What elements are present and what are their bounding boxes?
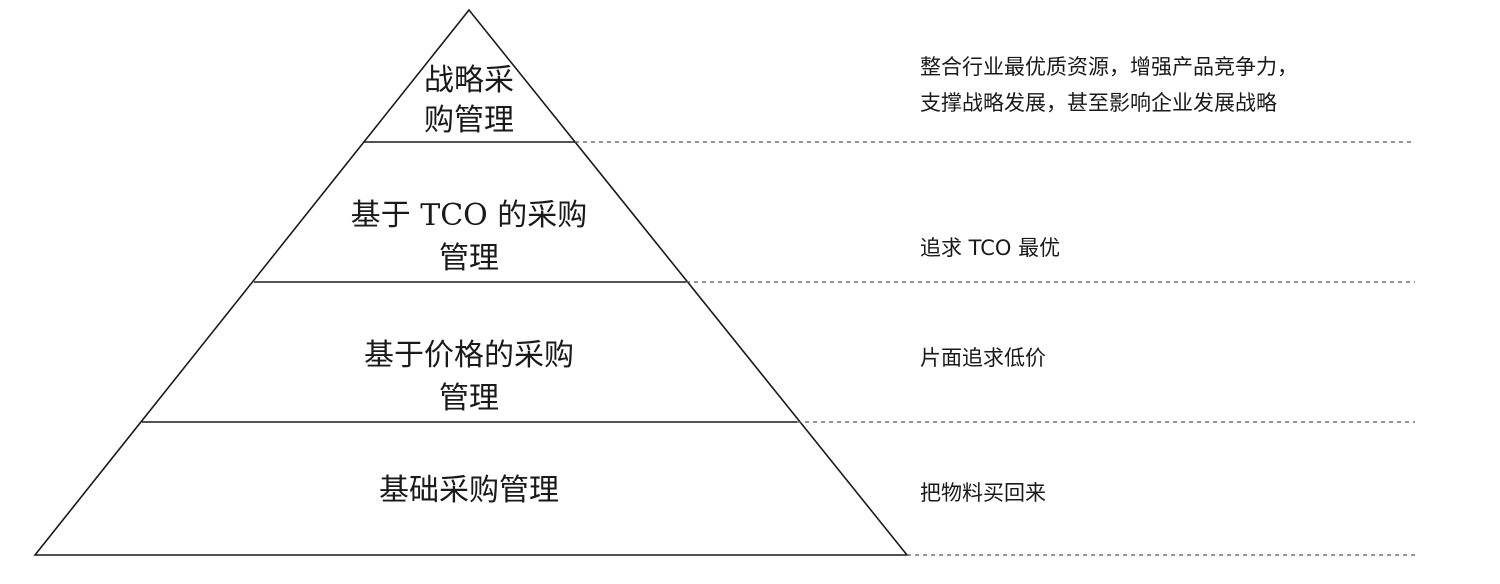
level-2-description: 追求 TCO 最优 [920, 236, 1060, 260]
level-1-label-line-1: 战略采 [424, 63, 514, 98]
level-3-label-line-1: 基于价格的采购 [364, 338, 574, 373]
level-1-label-line-2: 购管理 [424, 103, 514, 138]
level-3-label-line-2: 管理 [439, 381, 499, 416]
level-2-label-line-2: 管理 [439, 241, 499, 276]
level-4-label-line-1: 基础采购管理 [379, 473, 559, 508]
level-4-description: 把物料买回来 [920, 481, 1046, 505]
level-1-description-line-1: 整合行业最优质资源，增强产品竞争力， [920, 55, 1298, 79]
level-2-label-line-1: 基于 TCO 的采购 [351, 198, 588, 233]
level-1-description-line-2: 支撑战略发展，甚至影响企业发展战略 [920, 91, 1277, 115]
level-3-description: 片面追求低价 [920, 346, 1046, 370]
